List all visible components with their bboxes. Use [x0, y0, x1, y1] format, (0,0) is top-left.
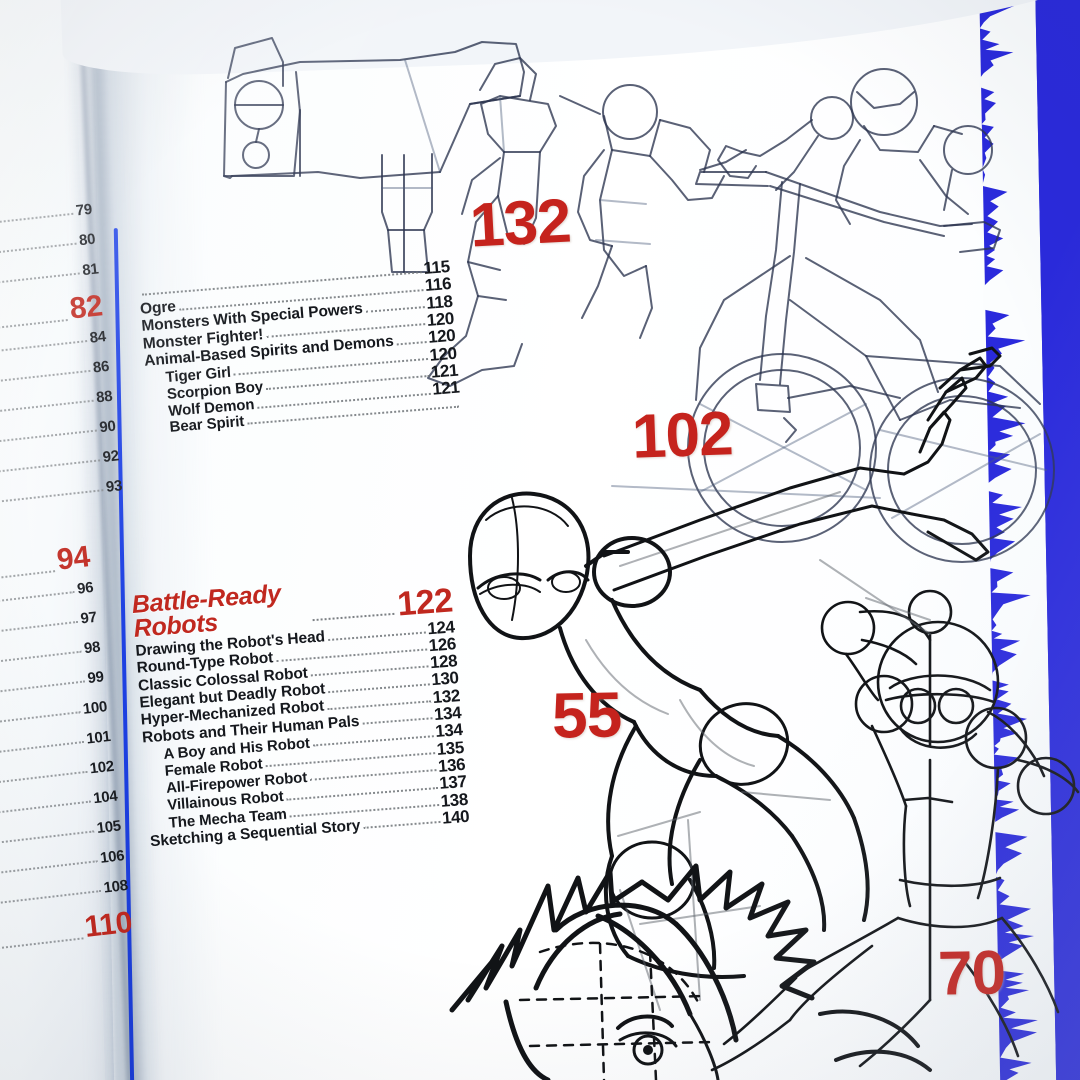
left-entry-page-number: 96 [76, 580, 94, 597]
leader-dots [0, 800, 91, 818]
monsters-contents-block: 115Ogre116Monsters With Special Powers11… [138, 258, 461, 436]
left-page-entry: 101 [0, 729, 111, 762]
robots-contents-block: Battle-Ready Robots 122 Drawing the Robo… [131, 568, 470, 849]
leader-dots [0, 488, 103, 505]
entry-page-number: 121 [432, 379, 460, 398]
leader-dots [363, 820, 440, 829]
annotation-number-70: 70 [937, 937, 1005, 1009]
blue-page-edge [979, 0, 1080, 1080]
left-page-entry: 81 [0, 261, 99, 292]
annotation-number-55: 55 [551, 677, 621, 752]
leader-dots [0, 569, 55, 586]
left-entry-page-number: 84 [89, 329, 107, 346]
leader-dots [0, 770, 87, 788]
entry-page-number: 140 [441, 808, 469, 827]
left-entry-page-number: 110 [83, 908, 134, 943]
left-page-entry: 90 [0, 419, 116, 450]
section-page-number: 122 [396, 583, 454, 621]
leader-dots [0, 458, 100, 475]
left-entry-page-number: 86 [92, 359, 110, 376]
leader-dots [0, 318, 68, 333]
left-entry-page-number: 90 [99, 419, 117, 436]
robot-entry-list: Drawing the Robot's Head124Round-Type Ro… [135, 618, 470, 850]
leader-dots [397, 340, 427, 345]
left-page-entry: 88 [0, 389, 113, 420]
left-entry-page-number: 98 [83, 640, 101, 657]
leader-dots [0, 399, 94, 416]
left-page-entry: 93 [0, 478, 123, 509]
left-page-entry: 86 [0, 359, 110, 390]
left-entry-page-number: 108 [103, 878, 129, 896]
left-entry-page-number: 80 [78, 232, 96, 249]
left-page-entry: 108 [0, 878, 129, 911]
left-page-entry: 84 [0, 329, 107, 360]
leader-dots [0, 620, 78, 639]
right-page [93, 0, 1080, 1080]
left-page-entry: 99 [0, 669, 104, 702]
leader-dots [366, 305, 425, 313]
left-page-entry: 80 [0, 232, 96, 263]
leader-dots [0, 829, 94, 847]
left-entry-page-number: 100 [82, 699, 108, 717]
left-page-entry: 98 [0, 640, 101, 673]
left-entry-page-number: 88 [95, 389, 113, 406]
leader-dots [0, 710, 80, 728]
left-entry-page-number: 97 [80, 610, 98, 627]
left-entry-page-number: 93 [105, 478, 123, 495]
annotation-number-132: 132 [468, 185, 572, 261]
left-entry-page-number: 79 [75, 202, 93, 219]
left-page-entry: 100 [0, 699, 108, 732]
left-entry-page-number: 104 [92, 789, 118, 807]
left-entry-page-number: 92 [102, 448, 120, 465]
leader-dots [0, 859, 98, 877]
annotation-number-102: 102 [631, 398, 734, 472]
leader-dots [0, 650, 82, 669]
left-entry-page-number: 106 [99, 848, 125, 866]
leader-dots [0, 679, 85, 698]
left-entry-page-number: 101 [86, 729, 112, 747]
left-page-entry: 104 [0, 789, 118, 822]
left-entry-page-number: 105 [96, 818, 122, 836]
leader-dots [0, 212, 73, 229]
leader-dots [312, 611, 394, 620]
leader-dots [0, 339, 87, 356]
leader-dots [0, 271, 80, 288]
leader-dots [0, 429, 97, 446]
leader-dots [0, 369, 90, 386]
left-entry-page-number: 82 [68, 291, 104, 324]
left-entry-page-number: 81 [82, 261, 100, 278]
left-entry-page-number: 102 [89, 759, 115, 777]
left-page-entry: 92 [0, 448, 120, 479]
leader-dots [0, 590, 75, 609]
leader-dots [0, 740, 84, 758]
left-entry-page-number: 94 [55, 542, 91, 576]
left-page-entry: 97 [0, 610, 98, 643]
leader-dots [0, 889, 101, 907]
left-page-entry: 102 [0, 759, 115, 792]
leader-dots [0, 242, 77, 259]
left-page-entry: 96 [0, 580, 94, 613]
left-page-entry: 105 [0, 818, 122, 851]
left-page-entry: 106 [0, 848, 125, 881]
leader-dots [0, 936, 83, 951]
left-entry-page-number: 99 [87, 669, 105, 686]
